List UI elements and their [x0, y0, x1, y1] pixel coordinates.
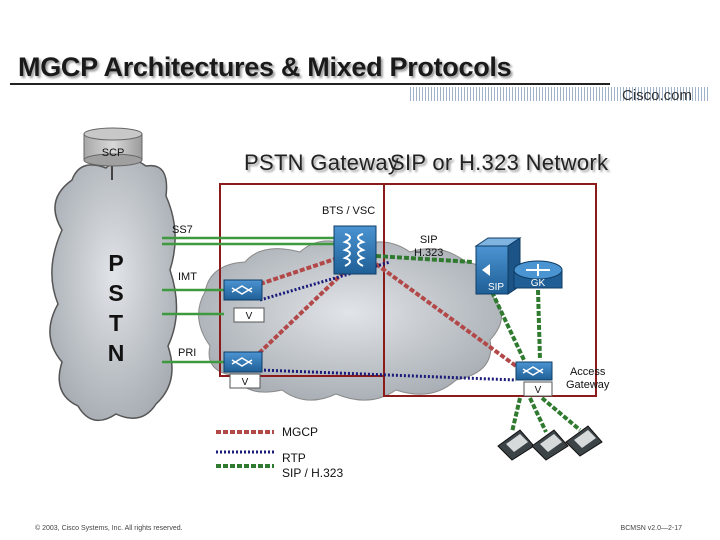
ip-phone-2[interactable] — [531, 429, 569, 461]
slide-title: MGCP Architectures & Mixed Protocols — [18, 52, 512, 82]
brand-logo: Cisco.com — [621, 87, 692, 104]
title-underline — [10, 83, 610, 85]
sip-link-sip-server — [490, 291, 526, 361]
ip-phone[interactable] — [497, 429, 535, 461]
sip-h323-label-line2: H.323 — [414, 247, 444, 259]
legend-sip-h323: SIP / H.323 — [282, 466, 344, 480]
pstn-label: P S T N — [104, 248, 128, 368]
pri-label: PRI — [178, 347, 197, 359]
sip-network-title: SIP or H.323 Network — [390, 150, 609, 175]
sip-server-label: SIP — [488, 282, 504, 293]
sip-h323-label-line1: SIP — [419, 234, 438, 246]
gatekeeper-router[interactable]: GK — [513, 260, 563, 289]
header-stripe — [410, 87, 710, 101]
access-gateway-label: Access Gateway — [566, 366, 609, 392]
mgcp-link-access — [374, 262, 518, 368]
copyright-footer: © 2003, Cisco Systems, Inc. All rights r… — [35, 525, 183, 532]
imt-gateway[interactable]: V — [223, 279, 265, 323]
pstn-letter-t: T — [108, 310, 124, 336]
access-gateway-label-line2: Gateway — [566, 379, 610, 391]
sip-link-gk — [536, 289, 542, 361]
ss7-label: SS7 — [172, 224, 193, 236]
gatekeeper-label: GK — [531, 278, 546, 289]
legend-mgcp: MGCP — [282, 425, 318, 439]
imt-gateway-v-label: V — [246, 311, 253, 322]
pri-gateway[interactable]: V — [223, 351, 263, 389]
access-gateway-label-line1: Access — [569, 366, 606, 378]
pstn-letter-p: P — [108, 250, 124, 276]
imt-label: IMT — [178, 271, 197, 283]
sip-phone-link-1 — [510, 397, 522, 433]
ip-phone-3[interactable] — [565, 425, 603, 457]
access-gateway-v-label: V — [535, 385, 542, 396]
sip-network-boundary — [383, 183, 597, 397]
course-code: BCMSN v2.0—2-17 — [620, 525, 682, 532]
bts-softswitch[interactable] — [333, 225, 377, 275]
sip-phone-link-3 — [540, 396, 582, 432]
sip-phone-link-2 — [528, 397, 548, 433]
pstn-cloud — [49, 157, 178, 422]
pstn-gateway-title: PSTN Gateway — [244, 150, 400, 175]
pstn-letter-n: N — [107, 340, 125, 366]
sip-server[interactable]: SIP — [474, 237, 522, 295]
sip-h323-label: SIP H.323 — [414, 234, 443, 260]
legend-rtp: RTP — [282, 451, 306, 465]
mgcp-link-pri — [252, 268, 348, 360]
access-gateway[interactable]: V — [515, 361, 553, 397]
sip-link-bts — [375, 254, 473, 264]
scp-label: SCP — [102, 147, 125, 159]
rtp-link-2 — [259, 368, 517, 382]
pstn-letter-s: S — [108, 280, 124, 306]
pri-gateway-v-label: V — [242, 377, 249, 388]
bts-label: BTS / VSC — [322, 205, 376, 217]
scp-database: SCP — [83, 127, 143, 167]
